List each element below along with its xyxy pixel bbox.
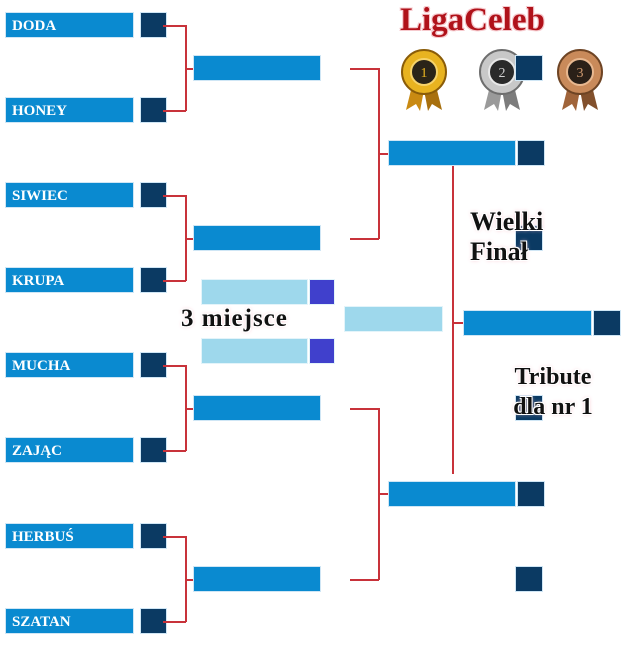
silver-medal-label: 2 — [499, 66, 506, 81]
tribute-label: Tribute dla nr 1 — [494, 362, 612, 422]
bracket-connector — [185, 408, 195, 410]
bracket-connector — [163, 365, 186, 367]
player-score — [515, 55, 543, 81]
player-score — [517, 140, 545, 166]
player-name: HERBUŚ — [5, 523, 134, 549]
player-name — [344, 306, 443, 332]
bronze-medal-label: 3 — [577, 66, 584, 81]
player-name: DODA — [5, 12, 134, 38]
final-label-line2: Finał — [470, 237, 528, 266]
player-score — [140, 97, 167, 123]
player-name: KRUPA — [5, 267, 134, 293]
brand-title: LigaCeleb — [400, 2, 545, 38]
bracket-connector — [350, 408, 379, 410]
final-label-line1: Wielki — [470, 207, 544, 236]
bracket-connector — [163, 195, 186, 197]
bracket-connector — [163, 110, 186, 112]
player-score — [517, 481, 545, 507]
player-score — [309, 338, 335, 364]
player-name — [201, 279, 308, 305]
player-score — [309, 279, 335, 305]
player-name: SIWIEC — [5, 182, 134, 208]
tribute-label-line2: dla nr 1 — [513, 394, 593, 420]
player-name — [193, 566, 321, 592]
tribute-label-line1: Tribute — [514, 364, 592, 390]
bracket-connector — [185, 68, 195, 70]
player-name — [463, 310, 592, 336]
gold-medal-label: 1 — [421, 66, 428, 81]
player-name: HONEY — [5, 97, 134, 123]
player-name: ZAJĄC — [5, 437, 134, 463]
player-name — [388, 140, 516, 166]
player-name — [193, 225, 321, 251]
bracket-connector — [378, 153, 389, 155]
silver-medal-icon: 2 — [479, 49, 525, 111]
player-score — [140, 267, 167, 293]
bracket-connector — [185, 238, 195, 240]
bracket-connector — [163, 621, 186, 623]
bronze-medal-icon: 3 — [557, 49, 603, 111]
bracket-connector — [350, 68, 379, 70]
player-name: MUCHA — [5, 352, 134, 378]
bracket-connector — [452, 322, 463, 324]
player-name — [193, 395, 321, 421]
player-name — [201, 338, 308, 364]
bracket-connector — [378, 493, 389, 495]
bracket-connector — [163, 280, 186, 282]
bracket-connector — [163, 450, 186, 452]
player-score — [515, 225, 543, 251]
player-score — [140, 608, 167, 634]
third-place-label: 3 miejsce — [181, 305, 288, 332]
player-name — [193, 55, 321, 81]
player-score — [140, 523, 167, 549]
bracket-connector — [350, 238, 379, 240]
bracket-connector — [185, 579, 195, 581]
player-score — [515, 395, 543, 421]
player-name: SZATAN — [5, 608, 134, 634]
final-label: Wielki Finał — [470, 207, 543, 267]
player-name — [388, 481, 516, 507]
bracket-connector — [350, 579, 379, 581]
player-score — [140, 12, 167, 38]
bracket-connector — [163, 536, 186, 538]
gold-medal-icon: 1 — [401, 49, 447, 111]
player-score — [593, 310, 621, 336]
bracket-connector — [163, 25, 186, 27]
bracket-connector — [452, 166, 454, 474]
player-score — [515, 566, 543, 592]
